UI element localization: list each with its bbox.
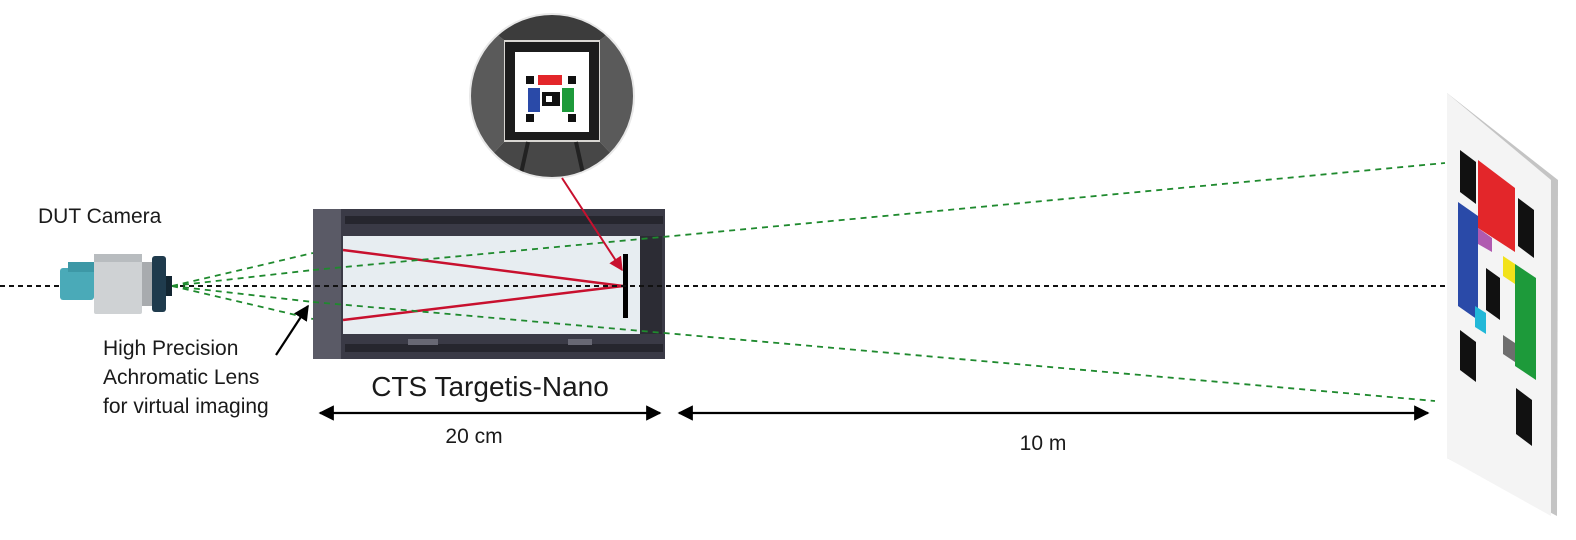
camera-label: DUT Camera [38,205,162,228]
virtual-distance-label: 10 m [1020,432,1067,455]
fiducial-marker-icon [568,114,576,122]
fiducial-marker-icon [526,76,534,84]
fiducial-marker-icon [1518,198,1534,258]
camera-icon [60,254,172,314]
fiducial-marker-icon [568,76,576,84]
inset-pointer-arrow [561,177,623,272]
fiducial-marker-icon [526,114,534,122]
lens-label-line-1: High Precision [103,337,238,360]
virtual-test-chart [1447,93,1558,516]
field-of-view-lines [171,162,1446,402]
fiducial-marker-icon [1516,388,1532,446]
fiducial-marker-icon [1486,268,1500,320]
lens-label-line-2: Achromatic Lens [103,366,259,389]
internal-light-path [342,248,624,322]
fiducial-marker-icon [1460,150,1476,204]
lens-label-line-3: for virtual imaging [103,395,269,418]
inset-photo [469,13,635,179]
device-length-label: 20 cm [445,425,502,448]
device-label: CTS Targetis-Nano [371,371,609,402]
fiducial-marker-icon [1460,330,1476,382]
arrow-icon [275,304,309,356]
